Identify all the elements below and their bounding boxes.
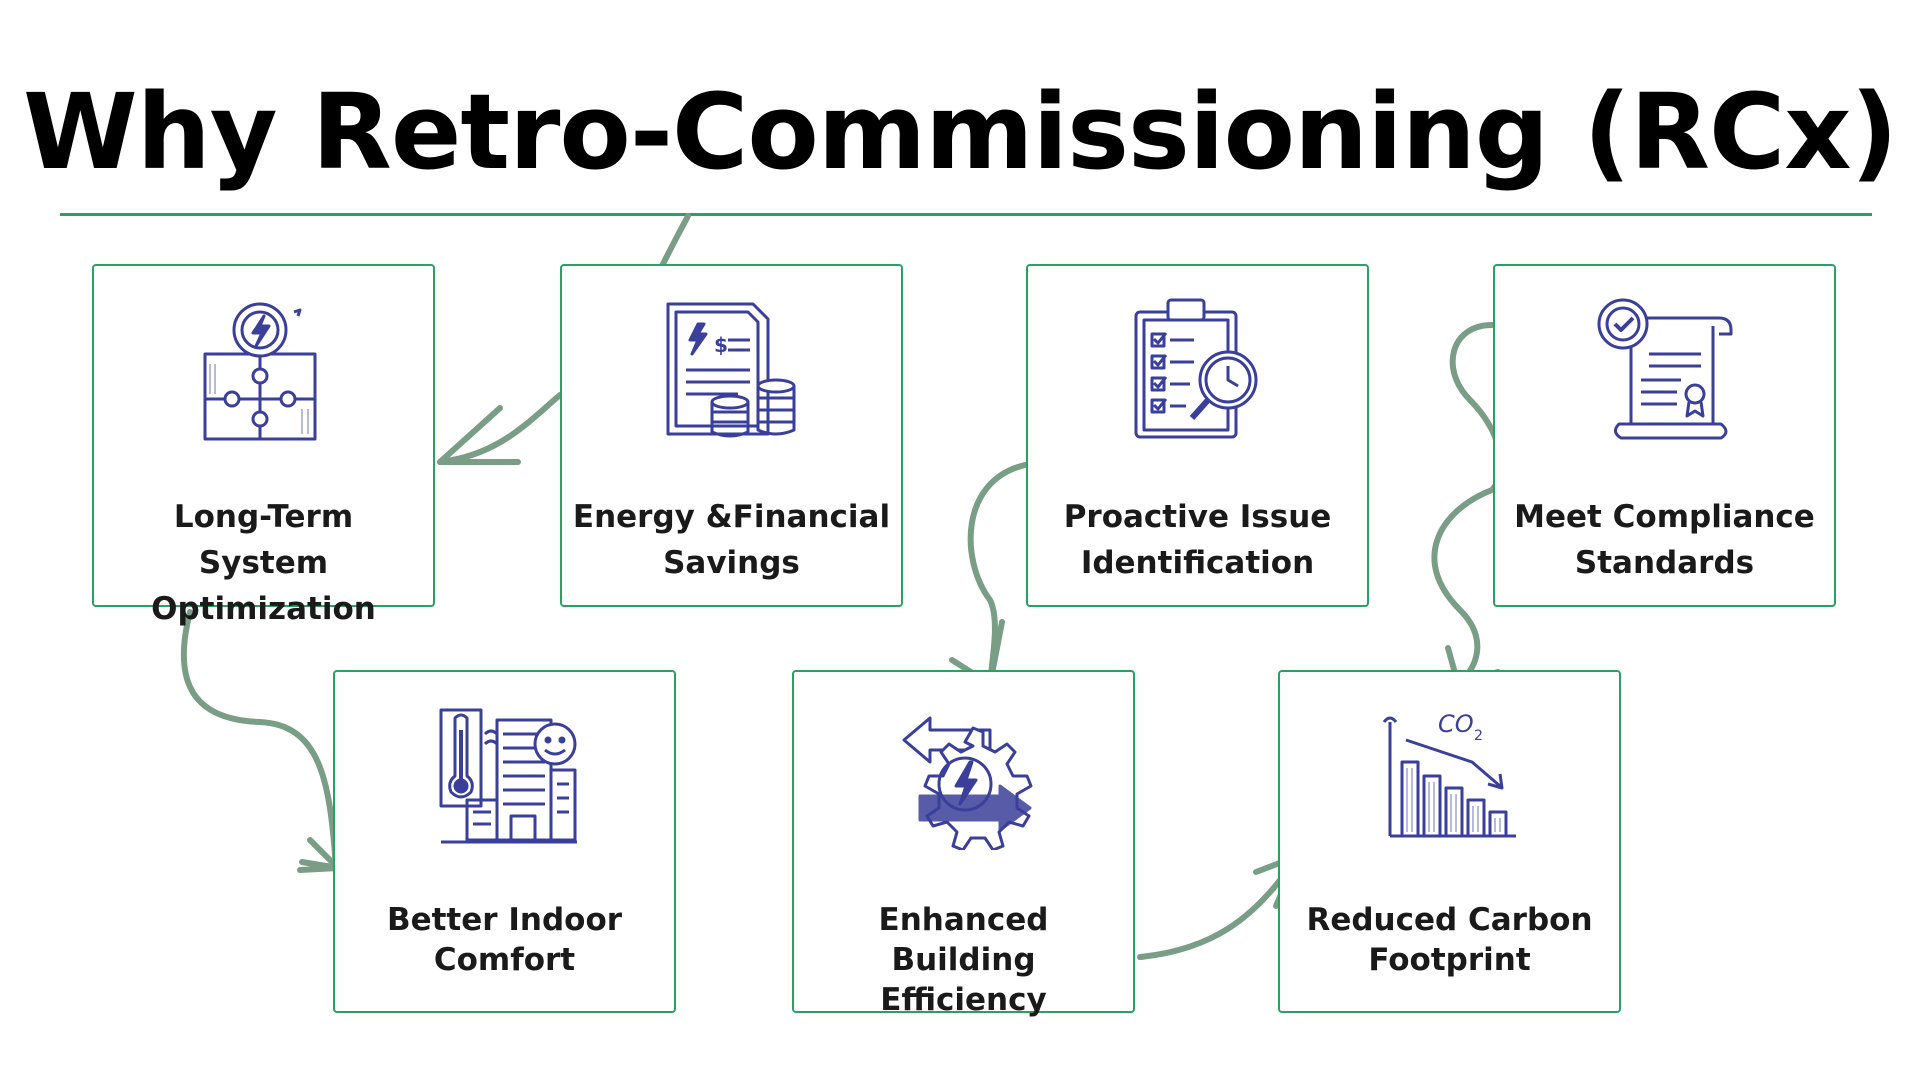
card-label-line2: Standards bbox=[1574, 545, 1755, 581]
thermometer-building-icon bbox=[439, 708, 577, 844]
card-label-line1: Meet Compliance bbox=[1514, 499, 1815, 535]
card-enhanced-building-efficiency: Enhanced Building Efficiency bbox=[792, 670, 1135, 1018]
card-label-line2: Savings bbox=[663, 545, 800, 581]
card-label-line2: Optimization bbox=[151, 591, 376, 627]
card-meet-compliance-standards: Meet Compliance Standards bbox=[1493, 264, 1836, 607]
card-label-line1: Proactive Issue bbox=[1063, 499, 1332, 535]
arrow-compliance-to-carbon bbox=[1431, 322, 1504, 685]
clipboard-magnifier-icon bbox=[1134, 298, 1258, 439]
card-label-line1: Enhanced Building bbox=[878, 902, 1049, 978]
page-title: Why Retro-Commissioning (RCx) bbox=[23, 71, 1898, 193]
card-label-line1: Long-Term System bbox=[173, 499, 354, 581]
co2-chart-icon: CO 2 bbox=[1382, 710, 1516, 838]
arrow-efficiency-to-carbon bbox=[1137, 855, 1299, 960]
card-label-line1: Reduced Carbon bbox=[1306, 902, 1593, 938]
puzzle-energy-icon bbox=[203, 302, 317, 441]
svg-text:CO: CO bbox=[1438, 710, 1474, 738]
certificate-icon bbox=[1597, 298, 1733, 440]
arrow-energy-to-longterm bbox=[437, 392, 563, 465]
invoice-coins-icon: $ bbox=[666, 302, 796, 438]
svg-text:$: $ bbox=[714, 333, 728, 357]
card-label-line2: Efficiency bbox=[880, 982, 1047, 1018]
card-label-line2: Identification bbox=[1080, 545, 1315, 581]
arrow-proactive-to-efficiency bbox=[967, 462, 1028, 687]
title-underline bbox=[60, 213, 1872, 216]
card-reduced-carbon-footprint: CO 2 Reduced Carbon Footprint bbox=[1278, 670, 1621, 1013]
arrowhead-longterm bbox=[437, 405, 521, 465]
gear-energy-icon bbox=[902, 716, 1033, 850]
card-energy-financial-savings: $ Energy &Financial Savings bbox=[560, 264, 903, 607]
card-proactive-issue-identification: Proactive Issue Identification bbox=[1026, 264, 1369, 607]
card-label-line1: Energy &Financial bbox=[572, 499, 891, 535]
card-label-line2: Footprint bbox=[1368, 942, 1531, 978]
card-long-term-system-optimization: Long-Term System Optimization bbox=[92, 264, 435, 627]
arrow-longterm-to-comfort bbox=[180, 609, 339, 871]
card-label-line2: Comfort bbox=[433, 942, 576, 978]
card-better-indoor-comfort: Better Indoor Comfort bbox=[333, 670, 676, 1013]
connector-rule-to-energy bbox=[659, 213, 691, 269]
svg-text:2: 2 bbox=[1474, 728, 1483, 744]
card-label-line1: Better Indoor bbox=[386, 902, 623, 938]
